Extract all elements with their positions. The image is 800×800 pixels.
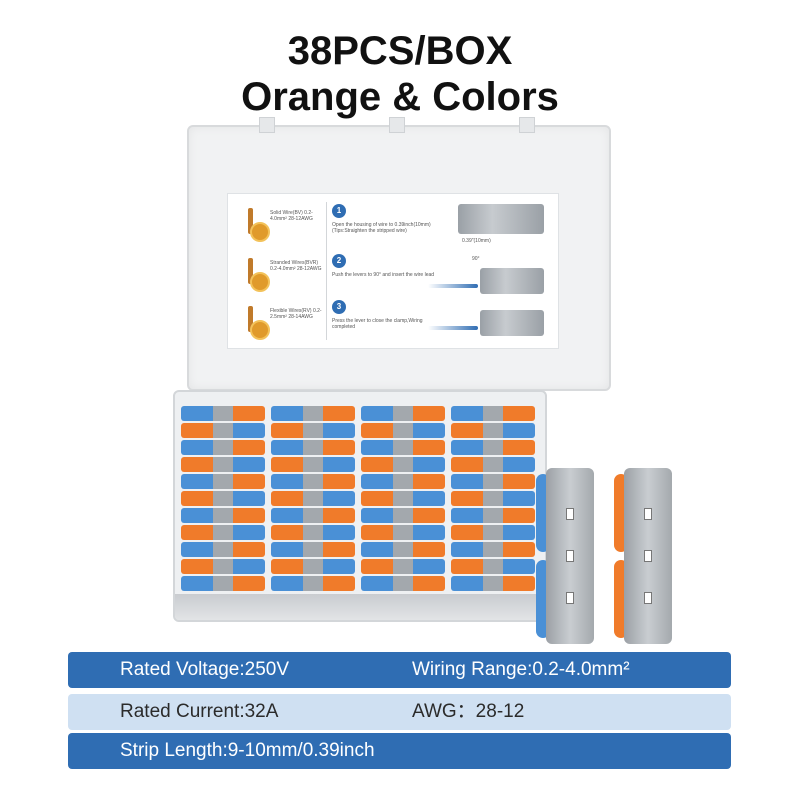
connector-row xyxy=(181,576,537,591)
step-text: Push the levers to 90° and insert the wi… xyxy=(332,272,435,278)
awg-range: AWG：28-12 xyxy=(412,701,525,722)
tray-connector xyxy=(451,474,535,489)
connector-row xyxy=(181,508,537,523)
strip-measure: 0.39"(10mm) xyxy=(462,238,491,244)
lid-hinge xyxy=(259,117,275,133)
box-tray xyxy=(173,390,547,622)
tray-connector xyxy=(361,559,445,574)
tray-connector xyxy=(181,457,265,472)
tray-connector xyxy=(361,457,445,472)
tray-connector xyxy=(361,542,445,557)
tray-connector xyxy=(181,440,265,455)
tray-connector xyxy=(361,440,445,455)
connector-row xyxy=(181,559,537,574)
connector-blue-orange xyxy=(534,468,602,644)
connector-row xyxy=(181,423,537,438)
tray-connector xyxy=(451,406,535,421)
tray-connector xyxy=(271,525,355,540)
connector-orange xyxy=(612,468,680,644)
rated-voltage: Rated Voltage:250V xyxy=(120,659,290,680)
wire-label: Solid Wire(BV) 0.2-4.0mm² 28-12AWG xyxy=(270,210,313,222)
tray-connector xyxy=(451,440,535,455)
tray-connector xyxy=(361,406,445,421)
instruction-card: Solid Wire(BV) 0.2-4.0mm² 28-12AWG Stran… xyxy=(227,193,559,349)
connector-row xyxy=(181,440,537,455)
tray-connector xyxy=(451,457,535,472)
solid-wire-icon xyxy=(238,206,270,242)
tray-connector xyxy=(271,474,355,489)
tray-connector xyxy=(451,525,535,540)
connector-lever-image xyxy=(480,268,544,294)
tray-connector xyxy=(271,491,355,506)
step-text: Press the lever to close the clamp,Wirin… xyxy=(332,318,423,330)
tray-connector xyxy=(451,542,535,557)
lever-angle: 90° xyxy=(472,256,480,262)
tray-connector xyxy=(181,525,265,540)
tray-connector xyxy=(361,491,445,506)
flexible-wire-icon xyxy=(238,304,270,340)
tray-connector xyxy=(451,508,535,523)
box-lid: Solid Wire(BV) 0.2-4.0mm² 28-12AWG Stran… xyxy=(187,117,611,391)
connector-row xyxy=(181,406,537,421)
rated-current: Rated Current:32A xyxy=(120,701,279,722)
lid-hinge xyxy=(389,117,405,133)
tray-connector xyxy=(271,508,355,523)
tray-connector xyxy=(271,423,355,438)
tray-connector xyxy=(361,525,445,540)
tray-connector xyxy=(181,542,265,557)
connector-row xyxy=(181,525,537,540)
tray-shelf xyxy=(175,594,545,620)
tray-connector xyxy=(271,440,355,455)
arrow-icon xyxy=(428,284,478,288)
arrow-icon xyxy=(428,326,478,330)
wire-label: Flexible Wires(RV) 0.2-2.5mm² 28-14AWG xyxy=(270,308,322,320)
tray-connector xyxy=(361,576,445,591)
lid-hinge xyxy=(519,117,535,133)
connector-closed-image xyxy=(480,310,544,336)
stranded-wire-icon xyxy=(238,256,270,292)
connector-row xyxy=(181,542,537,557)
tray-connector xyxy=(361,474,445,489)
tray-connector xyxy=(451,423,535,438)
tray-connector xyxy=(361,423,445,438)
tray-connector xyxy=(271,576,355,591)
connector-row xyxy=(181,474,537,489)
tray-connector xyxy=(451,576,535,591)
wire-label: Stranded Wires(BVR) 0.2-4.0mm² 28-12AWG xyxy=(270,260,322,272)
spec-row-current: Rated Current:32A AWG：28-12 xyxy=(68,694,731,730)
spec-row-strip: Strip Length:9-10mm/0.39inch xyxy=(68,733,731,769)
tray-connector xyxy=(271,406,355,421)
tray-connector xyxy=(361,508,445,523)
step-number: 1 xyxy=(332,204,346,218)
tray-connector xyxy=(181,423,265,438)
tray-connector xyxy=(451,559,535,574)
tray-connector xyxy=(181,576,265,591)
tray-connector xyxy=(271,559,355,574)
strip-length: Strip Length:9-10mm/0.39inch xyxy=(120,740,375,761)
tray-connector xyxy=(181,559,265,574)
tray-connector xyxy=(271,542,355,557)
connector-row xyxy=(181,457,537,472)
step-number: 2 xyxy=(332,254,346,268)
step-text: Open the housing of wire to 0.39inch(10m… xyxy=(332,222,431,234)
tray-connector xyxy=(181,508,265,523)
tray-connector xyxy=(181,491,265,506)
tray-connector xyxy=(451,491,535,506)
headline-colors: Orange & Colors xyxy=(241,75,559,119)
headline-count: 38PCS/BOX xyxy=(287,29,513,73)
spec-row-voltage: Rated Voltage:250V Wiring Range:0.2-4.0m… xyxy=(68,652,731,688)
tray-connector xyxy=(181,406,265,421)
connector-row xyxy=(181,491,537,506)
tray-connector xyxy=(181,474,265,489)
step-number: 3 xyxy=(332,300,346,314)
card-divider xyxy=(326,202,327,340)
tray-connector xyxy=(271,457,355,472)
wiring-range: Wiring Range:0.2-4.0mm² xyxy=(412,659,630,680)
connector-open-image xyxy=(458,204,544,234)
